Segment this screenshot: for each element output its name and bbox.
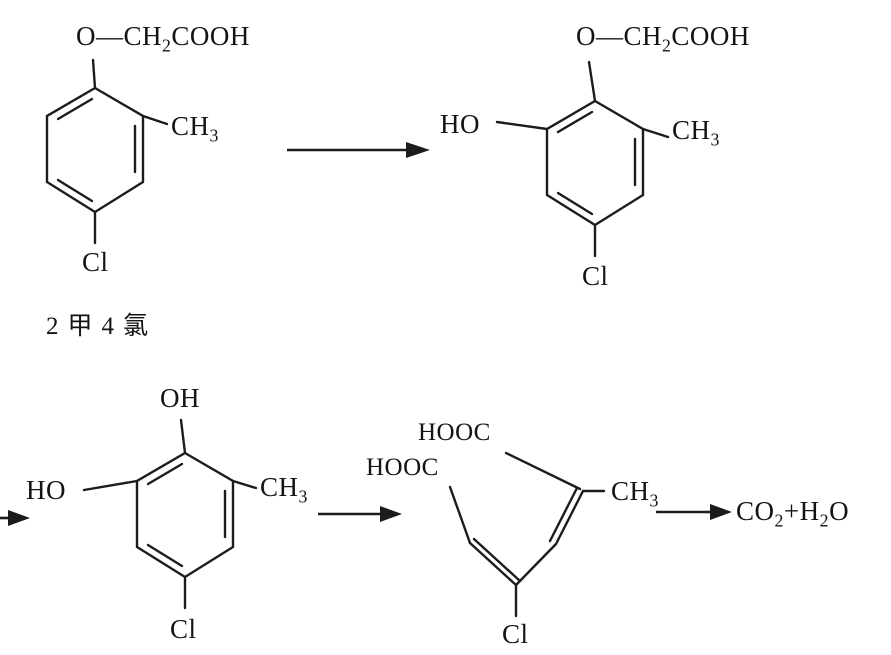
structure4-skeleton [448, 451, 606, 618]
s4-methyl-label: CH3 [611, 476, 659, 511]
s2-chloro-label: Cl [582, 261, 609, 291]
s3-chloro-label: Cl [170, 614, 197, 644]
s3-hydroxyl-left-label: HO [26, 475, 66, 505]
s3-methyl-label: CH3 [260, 472, 308, 507]
arrow-3 [318, 506, 402, 522]
arrow-2 [0, 510, 30, 526]
s3-hydroxyl-top-label: OH [160, 383, 200, 413]
s4-chloro-label: Cl [502, 619, 529, 649]
arrow-1 [287, 142, 430, 158]
s1-oxyacetic-label: O—CH2COOH [76, 21, 250, 56]
structure1-skeleton [45, 58, 169, 245]
s4-carboxyl-top-label: HOOC [418, 419, 491, 446]
structure2-skeleton [495, 60, 670, 258]
products-label: CO2+H2O [736, 496, 850, 531]
s2-methyl-label: CH3 [672, 115, 720, 150]
structure3-skeleton [82, 418, 258, 610]
s2-oxyacetic-label: O—CH2COOH [576, 21, 750, 56]
mcpa-caption: 2甲4氯 [46, 313, 158, 340]
s1-methyl-label: CH3 [171, 111, 219, 146]
s1-chloro-label: Cl [82, 247, 109, 277]
s2-hydroxyl-label: HO [440, 109, 480, 139]
arrow-4 [656, 504, 732, 520]
s4-carboxyl-left-label: HOOC [366, 454, 439, 481]
